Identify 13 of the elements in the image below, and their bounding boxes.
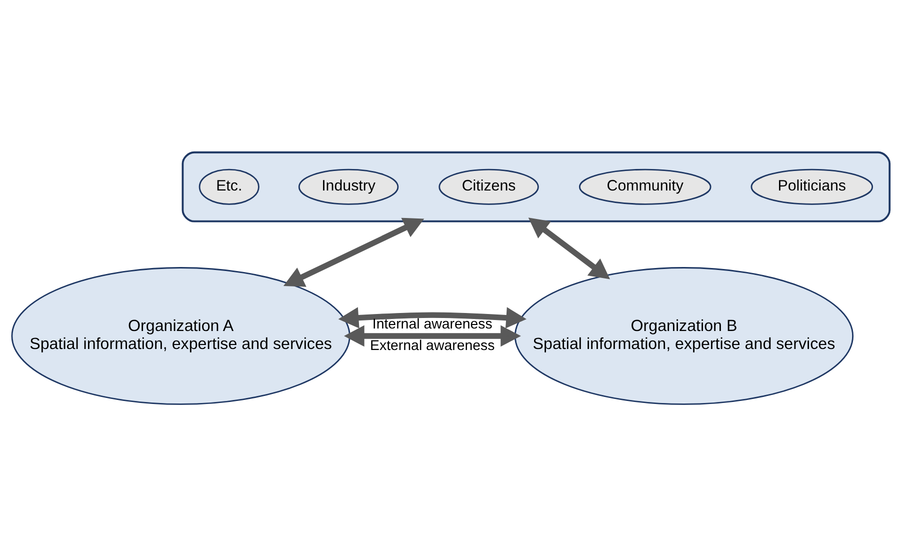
arrow [338, 307, 526, 328]
cluster [182, 151, 891, 222]
edge-label: External awareness [370, 338, 495, 354]
node-ellipse: Industry [298, 168, 399, 205]
node-ellipse: Etc. [198, 168, 260, 205]
arrow [344, 325, 521, 347]
arrow [528, 218, 610, 280]
node-ellipse: Politicians [750, 168, 874, 205]
arrow [283, 218, 424, 287]
node-ellipse: Community [578, 168, 712, 205]
node-ellipse: Citizens [438, 168, 539, 205]
edge-label: Internal awareness [372, 316, 492, 332]
node-ellipse: Organization B Spatial information, expertise and services [514, 267, 854, 405]
